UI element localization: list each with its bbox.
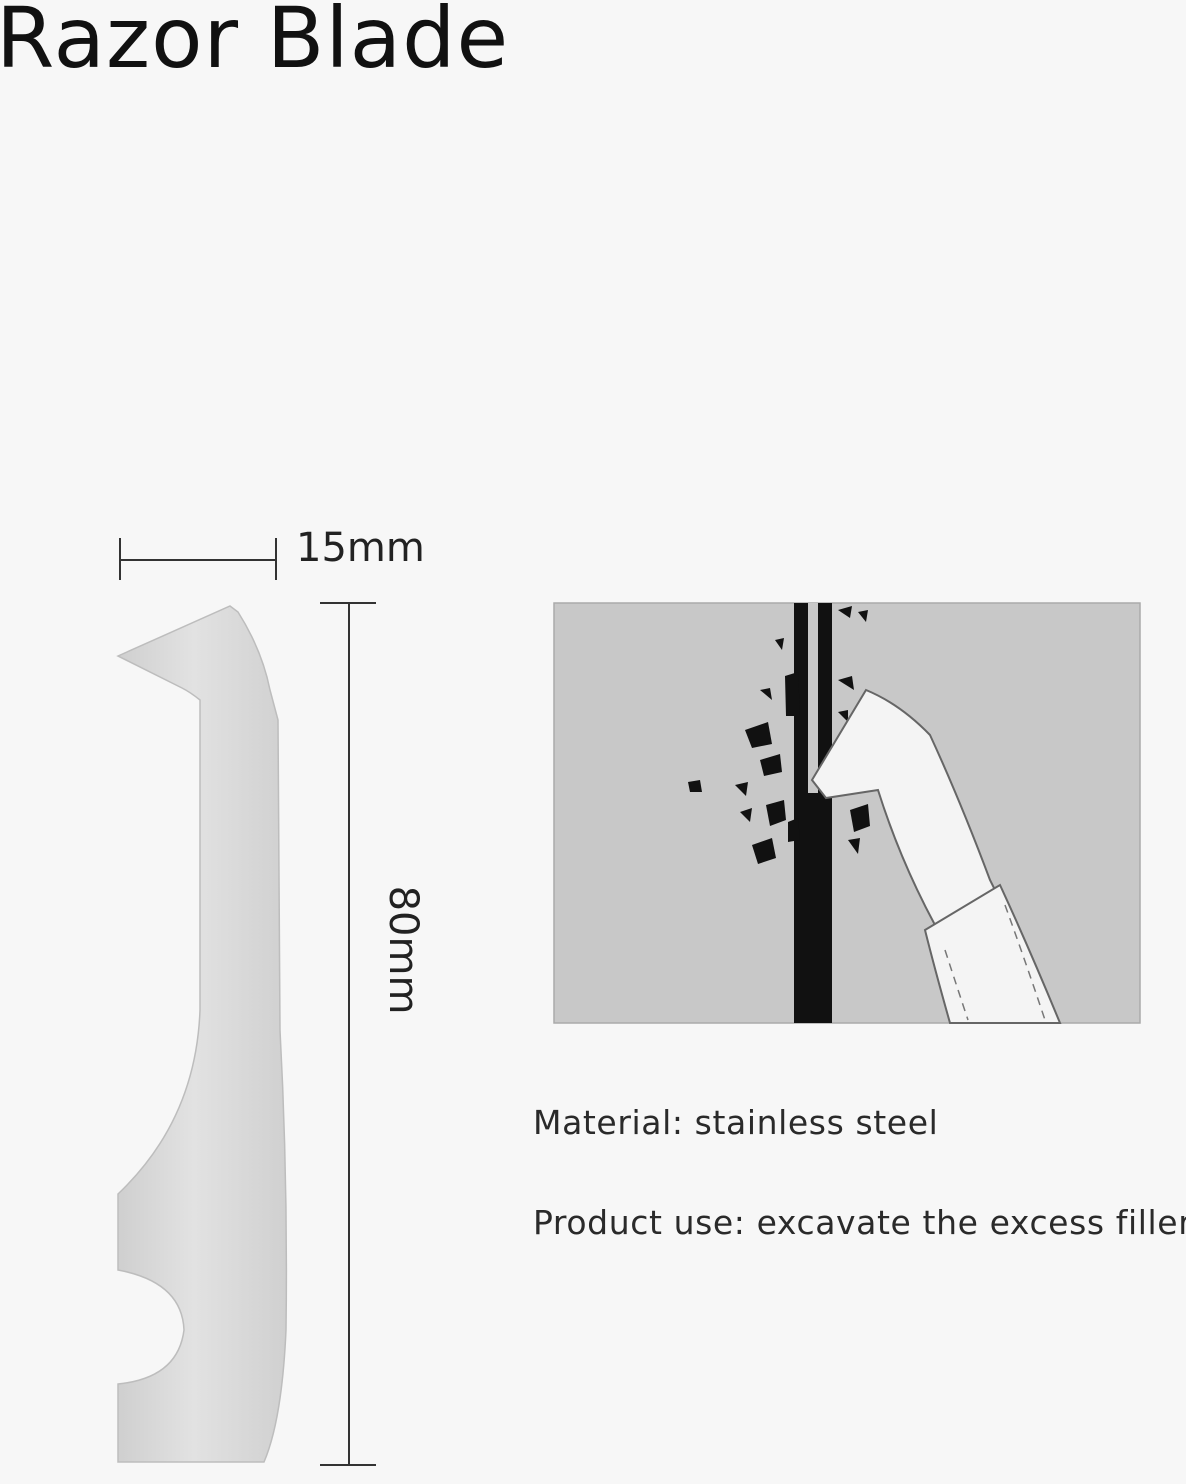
width-dimension-label: 15mm (296, 525, 425, 571)
height-dimension-line (320, 602, 376, 1466)
product-use-spec: Product use: excavate the excess filler (533, 1203, 1186, 1242)
height-dimension-label: 80mm (380, 885, 426, 1015)
razor-blade-shape (116, 605, 288, 1463)
page-title: Razor Blade (0, 0, 510, 87)
usage-illustration (553, 602, 1141, 1024)
material-spec: Material: stainless steel (533, 1103, 939, 1142)
width-dimension-line (119, 538, 277, 580)
